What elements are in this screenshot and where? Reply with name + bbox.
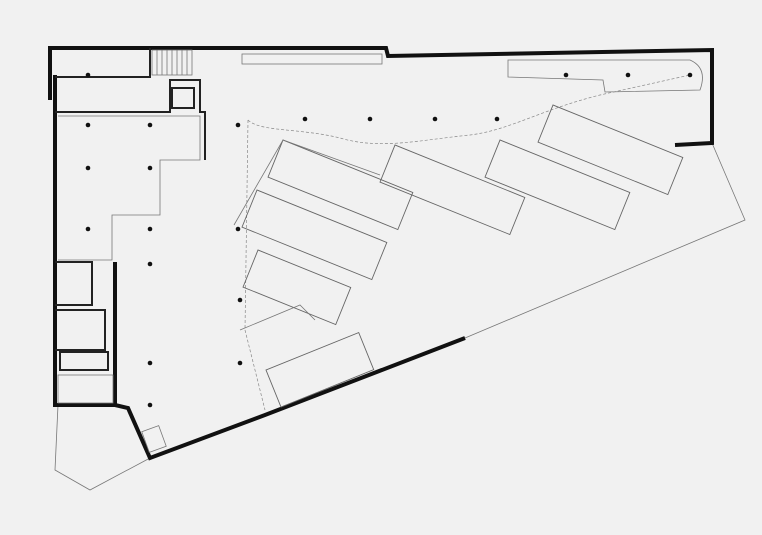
column: [85, 226, 91, 232]
washroom: [59, 351, 109, 371]
lift: [171, 87, 195, 109]
stair-treads: [156, 50, 188, 75]
toilet-block: [55, 261, 93, 306]
site-boundary: [54, 142, 746, 491]
core-walls: [55, 48, 151, 78]
small-room: [141, 425, 167, 453]
column: [147, 261, 153, 267]
outer-wall-south: [113, 262, 466, 461]
column: [85, 72, 91, 78]
column: [85, 122, 91, 128]
structural-columns: [85, 72, 693, 408]
column: [147, 402, 153, 408]
column: [235, 226, 241, 232]
column: [85, 165, 91, 171]
column: [367, 116, 373, 122]
column: [625, 72, 631, 78]
column: [494, 116, 500, 122]
outer-wall-west: [53, 75, 115, 407]
drive-edge: [244, 119, 266, 411]
column: [147, 226, 153, 232]
outer-wall-north: [48, 46, 714, 147]
ramp-slab: [241, 53, 383, 65]
column: [235, 122, 241, 128]
column: [237, 297, 243, 303]
storage-outline: [58, 115, 201, 261]
room: [57, 374, 114, 404]
column: [563, 72, 569, 78]
column: [687, 72, 693, 78]
column: [432, 116, 438, 122]
column: [147, 360, 153, 366]
parking-bays: [233, 104, 684, 408]
column: [302, 116, 308, 122]
column: [237, 360, 243, 366]
column: [147, 165, 153, 171]
toilet-block-2: [55, 309, 106, 351]
column: [147, 122, 153, 128]
drive-path: [247, 74, 691, 145]
ramp: [507, 59, 703, 93]
service-room: [55, 79, 206, 160]
